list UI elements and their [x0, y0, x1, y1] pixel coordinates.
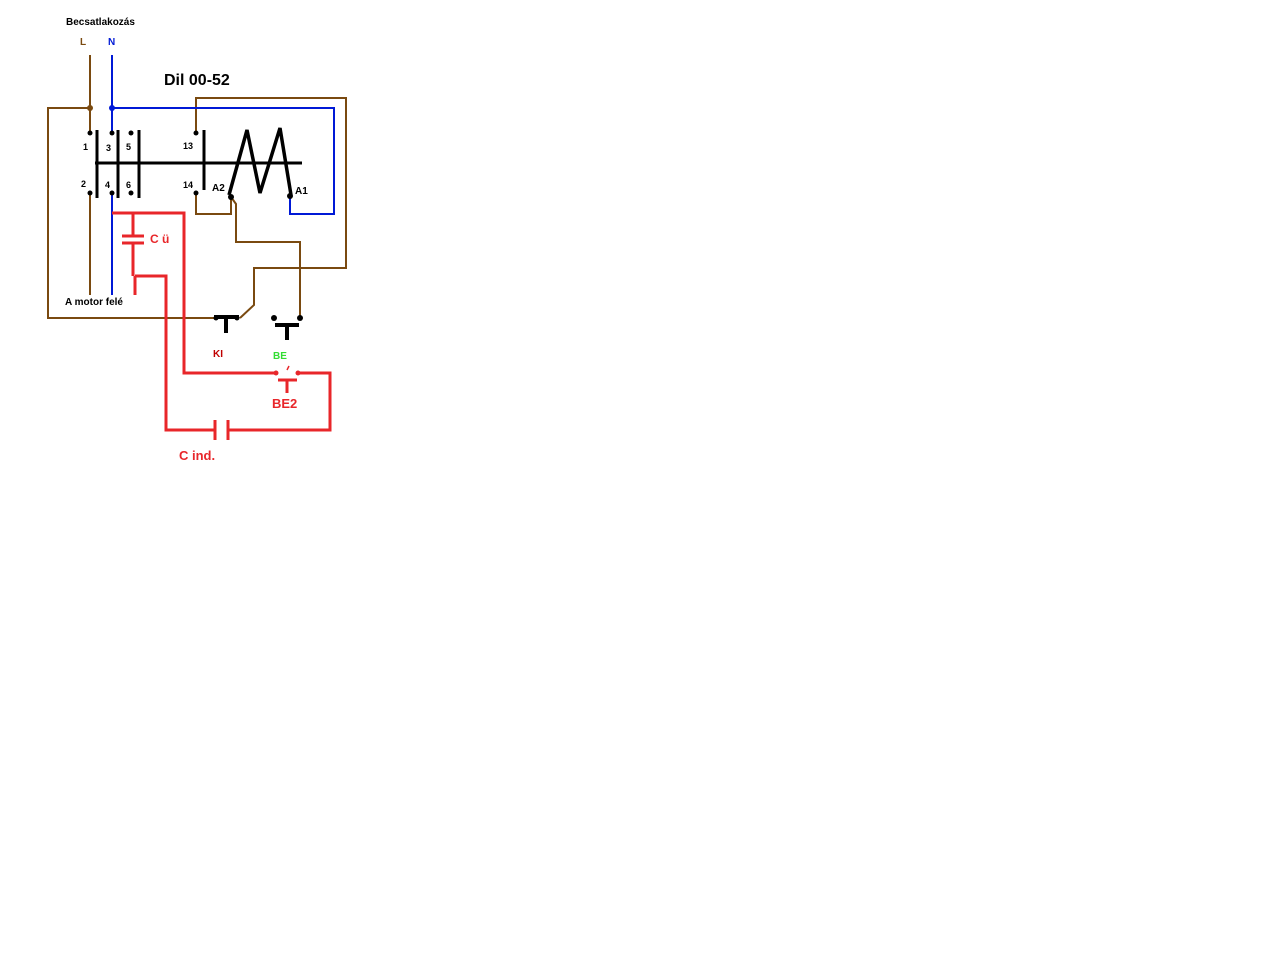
- l-outer-loop-wire: [47, 107, 215, 319]
- terminal-14-dot: [193, 190, 199, 196]
- coil-zigzag: [227, 127, 293, 196]
- terminal-a1-dot: [287, 193, 293, 199]
- neutral-wires: [111, 55, 335, 295]
- motor-label: A motor felé: [65, 297, 123, 308]
- be2-terminal-left: [273, 370, 279, 376]
- terminal-13-label: 13: [183, 141, 193, 151]
- neutral-label: N: [108, 37, 115, 48]
- ki-button: [213, 315, 240, 333]
- terminal-4-dot: [109, 190, 115, 196]
- be2-terminal-right: [295, 370, 301, 376]
- be-label: BE: [273, 351, 287, 362]
- cap-top-wire: [112, 211, 276, 375]
- line-wires: [47, 55, 347, 319]
- terminal-a2-dot: [228, 194, 234, 200]
- be-terminal-right: [297, 315, 303, 321]
- supply-label: Becsatlakozás: [66, 17, 135, 28]
- capacitor-circuit: [112, 211, 332, 440]
- terminal-14-wire: [195, 193, 232, 215]
- ki-terminal-left: [213, 315, 219, 321]
- terminal-6-dot: [128, 190, 134, 196]
- terminal-14-label: 14: [183, 180, 193, 190]
- be-terminal-left: [271, 315, 277, 321]
- terminal-2-dot: [87, 190, 93, 196]
- line-label: L: [80, 37, 86, 48]
- terminal-3-dot: [109, 130, 115, 136]
- terminal-5-dot: [128, 130, 134, 136]
- terminal-3-label: 3: [106, 143, 111, 153]
- cap-start-wire: [135, 274, 215, 432]
- terminal-1-dot: [87, 130, 93, 136]
- terminal-13-dot: [193, 130, 199, 136]
- ki-terminal-right: [234, 315, 240, 321]
- terminal-6-label: 6: [126, 180, 131, 190]
- a2-to-be-wire: [230, 196, 301, 318]
- terminal-a1-label: A1: [295, 186, 308, 197]
- n-junction-dot: [109, 105, 115, 111]
- ki-label: KI: [213, 349, 223, 360]
- n-bus-wire: [112, 107, 335, 215]
- be-button: [271, 315, 303, 340]
- terminal-5-label: 5: [126, 142, 131, 152]
- terminal-a2-label: A2: [212, 183, 225, 194]
- cap-run-label: C ü: [150, 232, 169, 246]
- terminal-4-label: 4: [105, 180, 110, 190]
- cap-start-return-wire: [228, 371, 332, 432]
- l-junction-dot: [87, 105, 93, 111]
- terminal-dots: [87, 130, 293, 200]
- contactor-title: Dil 00-52: [164, 72, 230, 89]
- be2-label: BE2: [272, 396, 297, 411]
- terminal-2-label: 2: [81, 179, 86, 189]
- terminal-13-wire: [195, 97, 347, 319]
- terminal-1-label: 1: [83, 142, 88, 152]
- be2-contact-tick: [286, 365, 290, 371]
- contactor: [95, 127, 302, 198]
- cap-start-label: C ind.: [179, 448, 215, 463]
